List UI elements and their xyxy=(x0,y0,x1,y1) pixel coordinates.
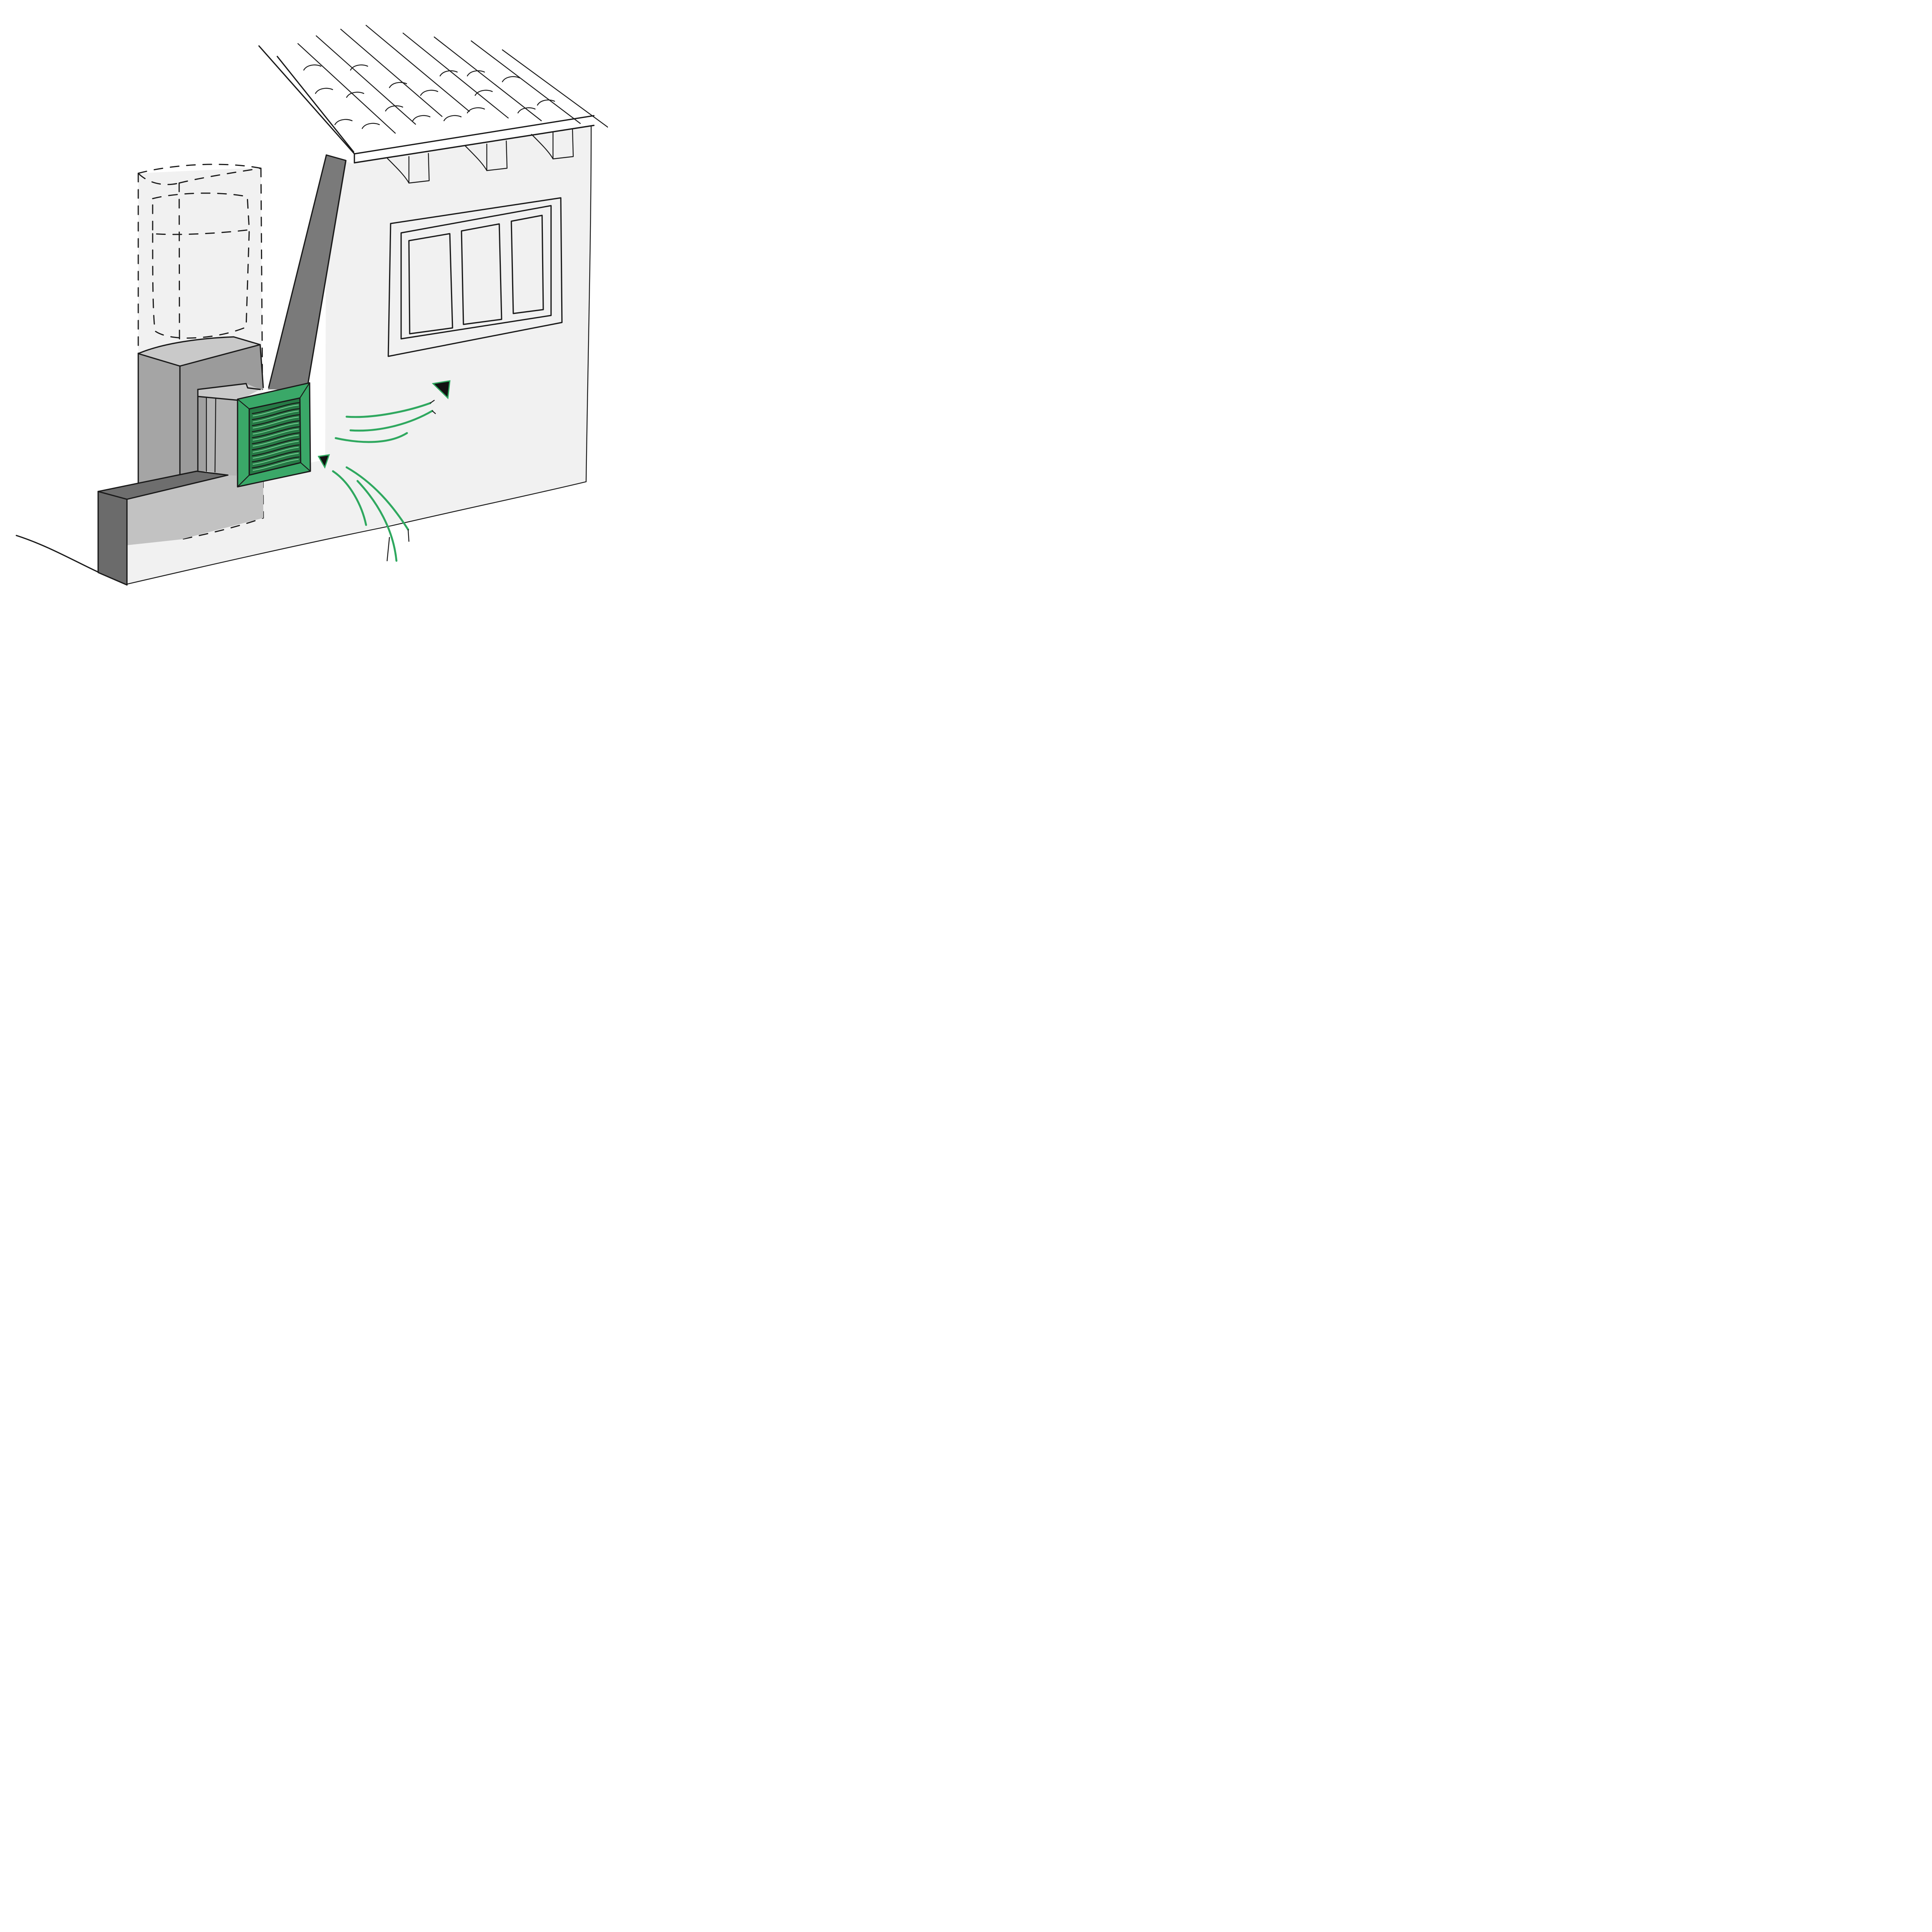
vent-slat-highlight xyxy=(253,447,299,459)
airflow xyxy=(317,380,451,562)
vent-slat-highlight xyxy=(253,453,299,465)
vent-slat xyxy=(252,408,300,420)
roof-tile xyxy=(443,115,462,122)
rafter-line xyxy=(365,25,470,112)
vent-slat-highlight xyxy=(253,429,299,440)
rafter-line xyxy=(433,36,542,122)
vent-slat xyxy=(252,456,300,468)
airflow-line xyxy=(335,432,408,443)
roof-tile xyxy=(315,88,333,94)
vent-slat xyxy=(252,438,300,451)
roof-tile xyxy=(350,64,368,71)
airflow-line xyxy=(349,410,433,432)
roof xyxy=(257,25,608,184)
louvred-vent xyxy=(237,382,311,488)
grey-unit xyxy=(97,336,264,586)
roof-tile xyxy=(517,107,536,114)
roof-tile xyxy=(467,70,485,77)
roof-tile xyxy=(537,99,555,106)
vent-slat xyxy=(252,426,300,439)
airflow-arrow-icon xyxy=(317,454,330,469)
ground-line xyxy=(16,535,98,572)
eave-edge xyxy=(354,125,595,164)
vent-slat-highlight xyxy=(253,410,299,423)
roof-tile xyxy=(361,123,380,129)
roof-tile xyxy=(502,76,520,83)
vent-slat-highlight xyxy=(253,405,299,416)
downpipe xyxy=(268,154,347,389)
roof-tile xyxy=(334,119,353,125)
vent-slat xyxy=(252,450,300,463)
vent-slat-highlight xyxy=(253,459,299,471)
roof-tile xyxy=(439,70,458,77)
rafter-line xyxy=(315,35,416,125)
roof-tile xyxy=(474,90,493,96)
vent-slat-highlight xyxy=(253,435,299,447)
rafter-line xyxy=(297,43,396,134)
vent-slat-highlight xyxy=(253,423,299,435)
vent-slat xyxy=(252,414,300,426)
triple-window xyxy=(387,197,563,357)
house-wall xyxy=(126,126,592,585)
vent-slat-highlight xyxy=(253,417,299,428)
roof-tile xyxy=(467,107,485,114)
roof-tile xyxy=(420,90,439,96)
vent-slat-highlight xyxy=(253,441,299,453)
vent-slat xyxy=(252,402,300,414)
roof-tile xyxy=(385,105,403,112)
house-wall-vent-illustration xyxy=(16,25,608,586)
roof-tile xyxy=(303,64,322,71)
airflow-line xyxy=(356,480,398,562)
rafter-line xyxy=(340,28,443,117)
vent-slat xyxy=(252,420,300,432)
vent-slat xyxy=(252,432,300,444)
roof-tile xyxy=(389,82,407,88)
roof-tile xyxy=(412,115,431,122)
rafter-line xyxy=(470,40,581,124)
airflow-line xyxy=(345,466,409,531)
airflow-line xyxy=(332,470,367,526)
airflow-line xyxy=(345,402,431,418)
airflow-arrow-icon xyxy=(431,380,451,400)
roof-tile xyxy=(346,92,365,98)
rafter-line xyxy=(402,32,509,119)
vent-slat xyxy=(252,444,300,456)
rafter-line xyxy=(502,49,608,128)
